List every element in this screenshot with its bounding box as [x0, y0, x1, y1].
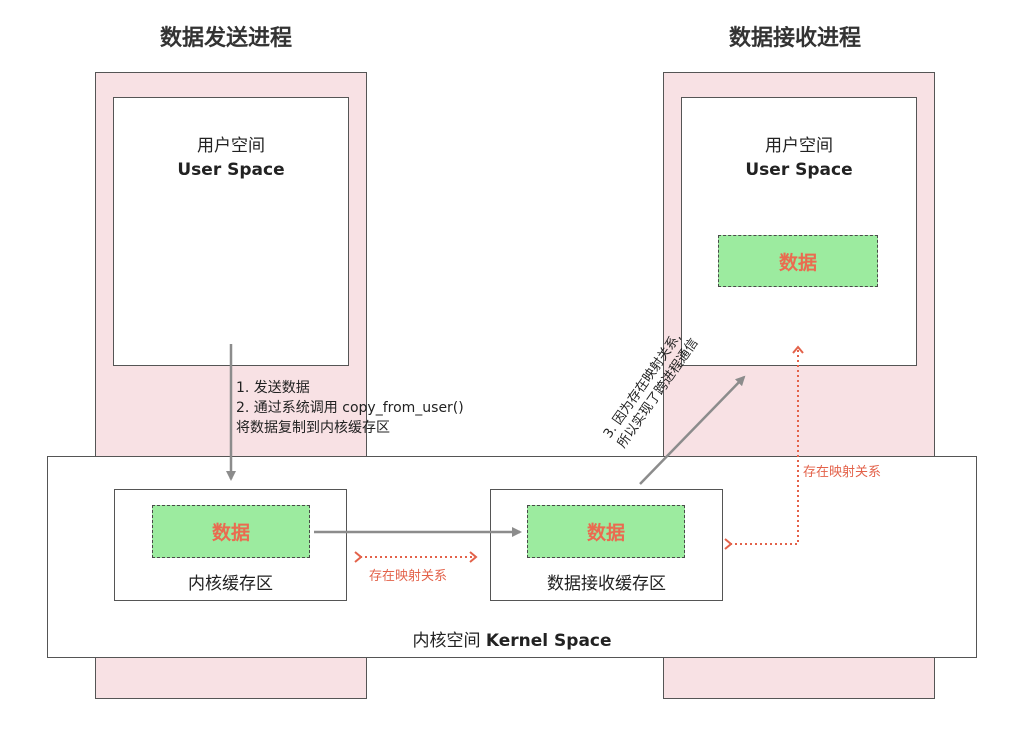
user-space-right: 用户空间 User Space [681, 97, 917, 366]
receive-buffer: 数据 数据接收缓存区 [490, 489, 723, 601]
kernel-buffer-data-block: 数据 [152, 505, 310, 558]
receiver-process-title: 数据接收进程 [729, 26, 862, 51]
sender-process-title: 数据发送进程 [160, 26, 293, 51]
user-space-right-label-cn: 用户空间 [765, 136, 833, 156]
mapping-label-right: 存在映射关系 [803, 465, 882, 480]
kernel-space-label-en: Kernel Space [485, 631, 612, 651]
step-2: 2. 通过系统调用 copy_from_user() [236, 400, 464, 416]
kernel-space-label: 内核空间 Kernel Space [47, 626, 977, 651]
user-space-left-label-en: User Space [177, 160, 285, 180]
cross-process-arrow [639, 375, 746, 485]
user-space-left: 用户空间 User Space [113, 97, 349, 366]
kernel-buffer-label: 内核缓存区 [188, 574, 273, 594]
kernel-space-label-cn: 内核空间 [412, 631, 486, 651]
user-space-right-label-en: User Space [745, 160, 853, 180]
receive-buffer-data-block: 数据 [527, 505, 685, 558]
mapping-label-bottom: 存在映射关系 [369, 569, 448, 584]
steps-text: 1. 发送数据 2. 通过系统调用 copy_from_user() 将数据复制… [236, 378, 464, 438]
receive-buffer-label: 数据接收缓存区 [547, 574, 666, 594]
mapping-arrow-right [724, 345, 804, 550]
user-space-data-block: 数据 [718, 235, 878, 287]
kernel-buffer: 数据 内核缓存区 [114, 489, 347, 601]
step-3: 将数据复制到内核缓存区 [236, 420, 390, 436]
step-1: 1. 发送数据 [236, 380, 310, 396]
user-space-left-label-cn: 用户空间 [197, 136, 265, 156]
